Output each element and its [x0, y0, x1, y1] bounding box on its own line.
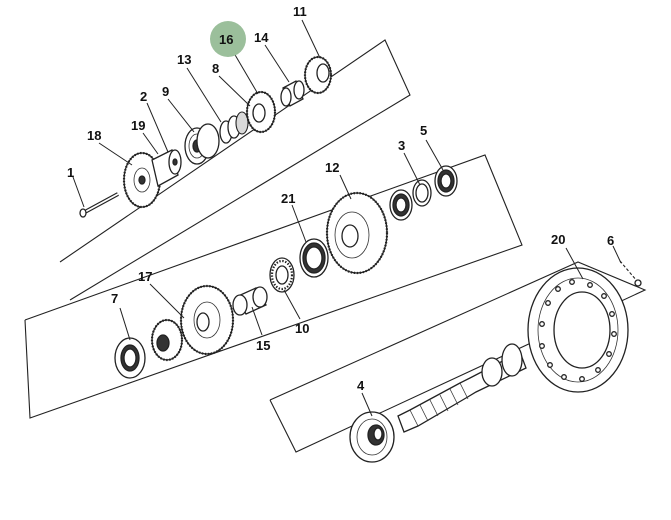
part-5-ring: [434, 165, 458, 197]
callout-21[interactable]: 21: [281, 191, 295, 206]
part-20-crown-wheel: [527, 267, 629, 393]
callout-labels: 1 2 3 4 5 6 7 8 9 10 11 12 13 14 15 16 1…: [67, 4, 614, 393]
part-7-hub-gear: [150, 318, 184, 362]
pinion-shaft: [397, 343, 527, 433]
callout-15[interactable]: 15: [256, 338, 270, 353]
part-3-ring-gear: [389, 189, 413, 221]
callout-6[interactable]: 6: [607, 233, 614, 248]
lower-assembly-frame: [269, 261, 647, 453]
callout-14[interactable]: 14: [254, 30, 269, 45]
callout-19[interactable]: 19: [131, 118, 145, 133]
callout-2[interactable]: 2: [140, 89, 147, 104]
part-7-bearing: [114, 337, 146, 379]
callout-12[interactable]: 12: [325, 160, 339, 175]
part-11-splined-sleeve: [303, 55, 333, 95]
callout-5[interactable]: 5: [420, 123, 427, 138]
upper-assembly-frame: [59, 39, 411, 301]
callout-11[interactable]: 11: [293, 4, 307, 19]
part-10-bearing: [269, 257, 295, 293]
highlight-marker: [210, 21, 246, 57]
part-14-bushing: [280, 80, 305, 107]
callout-16[interactable]: 16: [219, 32, 233, 47]
part-4-bearing: [349, 411, 395, 463]
callout-18[interactable]: 18: [87, 128, 101, 143]
part-19-hub: [151, 149, 182, 187]
part-1-bolt: [79, 192, 119, 218]
part-12-large-gear: [325, 191, 389, 275]
callout-10[interactable]: 10: [295, 321, 309, 336]
callout-17[interactable]: 17: [138, 269, 152, 284]
part-8-gear: [245, 90, 277, 134]
part-15-bushing: [232, 286, 268, 316]
callout-4[interactable]: 4: [357, 378, 365, 393]
part-13-rings: [219, 111, 249, 144]
callout-13[interactable]: 13: [177, 52, 191, 67]
part-21-ring: [299, 238, 329, 278]
part-9-bearing: [184, 123, 220, 165]
callout-20[interactable]: 20: [551, 232, 565, 247]
part-3-ring: [412, 179, 432, 207]
callout-3[interactable]: 3: [398, 138, 405, 153]
part-6-pin: [619, 260, 642, 287]
callout-1[interactable]: 1: [67, 165, 74, 180]
leader-lines: [72, 19, 622, 417]
callout-8[interactable]: 8: [212, 61, 219, 76]
part-17-large-gear: [179, 284, 235, 356]
callout-9[interactable]: 9: [162, 84, 169, 99]
callout-7[interactable]: 7: [111, 291, 118, 306]
